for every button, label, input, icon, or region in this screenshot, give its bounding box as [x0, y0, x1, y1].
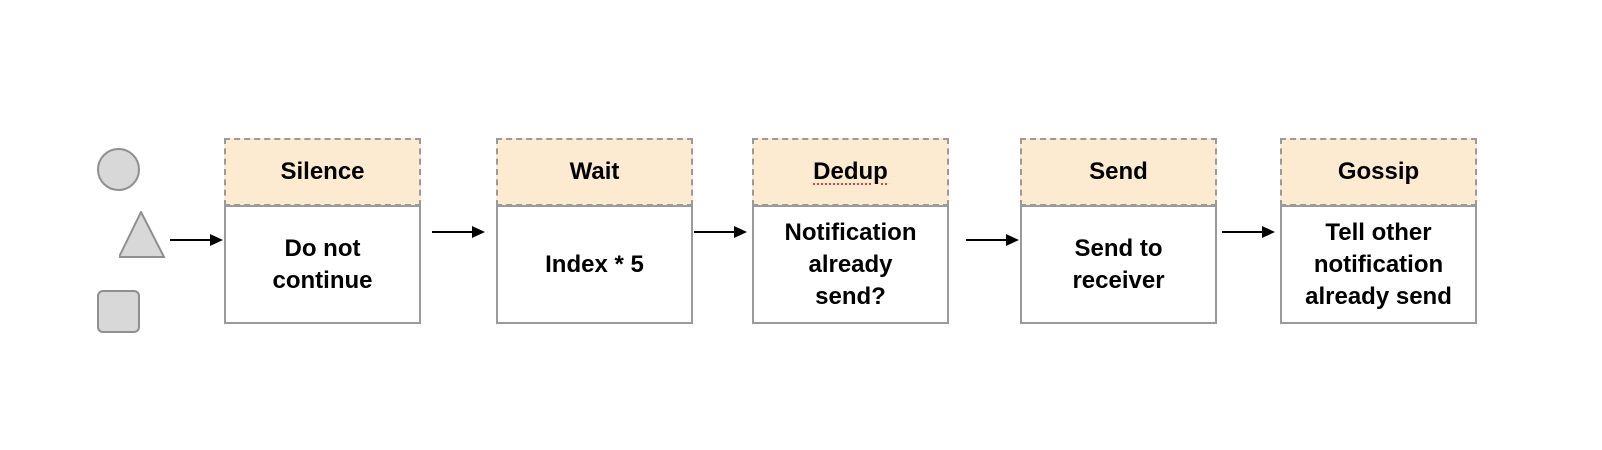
circle-icon: [97, 148, 140, 191]
arrow-icon: [1222, 226, 1275, 238]
stage-body-text: Tell other notification already send: [1305, 218, 1452, 310]
stage-body-text: Notification already send?: [784, 218, 917, 310]
stage-description: Tell other notification already send: [1280, 205, 1477, 324]
arrow-icon: [432, 226, 485, 238]
stage-title: Gossip: [1280, 138, 1477, 206]
stage-description: Index * 5: [496, 205, 693, 324]
stage-description: Send to receiver: [1020, 205, 1217, 324]
triangle-icon: [119, 211, 166, 258]
square-icon: [97, 290, 140, 333]
stage-title: Dedup: [752, 138, 949, 206]
stage-body-text: Do not continue: [272, 234, 373, 294]
arrow-icon: [170, 234, 223, 246]
stage-body-text: Index * 5: [545, 250, 644, 278]
stage-body-text: Send to receiver: [1072, 234, 1165, 294]
stage-description: Notification already send?: [752, 205, 949, 324]
stage-title: Wait: [496, 138, 693, 206]
stage-description: Do not continue: [224, 205, 421, 324]
stage-title-text: Dedup: [813, 158, 888, 185]
arrow-icon: [694, 226, 747, 238]
stage-title: Send: [1020, 138, 1217, 206]
stage-title: Silence: [224, 138, 421, 206]
arrow-icon: [966, 234, 1019, 246]
